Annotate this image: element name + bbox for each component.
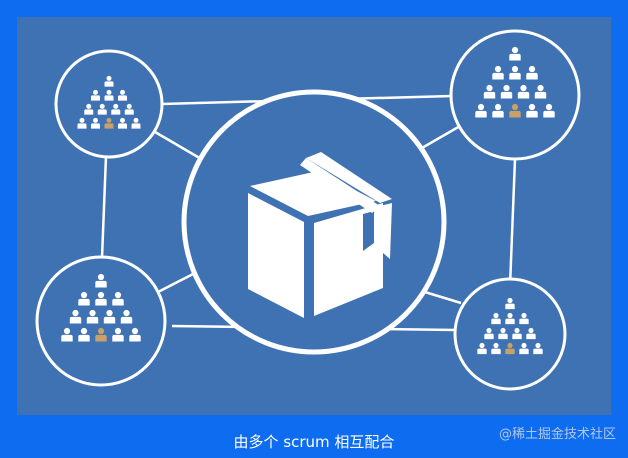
person-icon — [91, 117, 100, 129]
link-bottomleft-center — [157, 270, 198, 294]
link-topleft-bottomleft — [100, 155, 108, 259]
highlighted-person-icon — [104, 117, 114, 129]
person-icon — [78, 327, 90, 342]
person-icon — [517, 84, 530, 99]
person-icon — [475, 103, 487, 118]
person-icon — [131, 117, 141, 129]
team-top-left — [77, 75, 141, 129]
person-icon — [509, 46, 521, 61]
team-circle-bottom-right — [453, 277, 567, 391]
person-icon — [492, 103, 504, 118]
person-icon — [484, 327, 494, 340]
person-icon — [78, 291, 90, 306]
link-topleft-center — [154, 130, 204, 162]
link-topright-bottomright — [508, 158, 517, 287]
person-icon — [104, 89, 114, 101]
person-icon — [533, 342, 543, 355]
person-icon — [91, 89, 100, 101]
person-icon — [95, 291, 107, 306]
person-icon — [509, 65, 521, 80]
highlighted-person-icon — [95, 327, 107, 342]
person-icon — [543, 103, 555, 118]
person-icon — [97, 103, 107, 115]
person-icon — [129, 327, 141, 342]
person-icon — [124, 103, 134, 115]
person-icon — [526, 327, 536, 340]
person-icon — [483, 84, 496, 99]
person-icon — [120, 309, 133, 324]
person-icon — [118, 89, 127, 101]
person-icon — [505, 297, 515, 310]
person-icon — [112, 327, 124, 342]
diagram-caption: 由多个 scrum 相互配合 — [233, 433, 395, 451]
person-icon — [86, 309, 99, 324]
person-icon — [500, 84, 513, 99]
person-icon — [111, 103, 121, 115]
highlighted-person-icon — [505, 342, 515, 355]
person-icon — [61, 327, 73, 342]
team-circle-bottom-left — [35, 255, 167, 387]
team-bottom-left — [61, 273, 141, 342]
person-icon — [491, 312, 501, 325]
person-icon — [512, 327, 522, 340]
team-top-right — [475, 46, 555, 118]
product-box-icon — [248, 152, 392, 318]
person-icon — [84, 103, 94, 115]
team-circle-top-right — [449, 29, 581, 161]
person-icon — [77, 117, 87, 129]
person-icon — [477, 342, 487, 355]
person-icon — [118, 117, 127, 129]
person-icon — [491, 342, 501, 355]
person-icon — [69, 309, 82, 324]
person-icon — [103, 309, 116, 324]
watermark: @稀土掘金技术社区 — [498, 427, 616, 442]
person-icon — [112, 291, 124, 306]
person-icon — [492, 65, 504, 80]
team-bottom-right — [477, 297, 543, 355]
person-icon — [526, 103, 538, 118]
person-icon — [519, 312, 529, 325]
person-icon — [526, 65, 538, 80]
person-icon — [519, 342, 529, 355]
person-icon — [95, 273, 107, 288]
person-icon — [534, 84, 547, 99]
person-icon — [505, 312, 515, 325]
person-icon — [498, 327, 508, 340]
person-icon — [104, 75, 114, 87]
team-circle-top-left — [54, 49, 164, 159]
highlighted-person-icon — [509, 103, 521, 118]
